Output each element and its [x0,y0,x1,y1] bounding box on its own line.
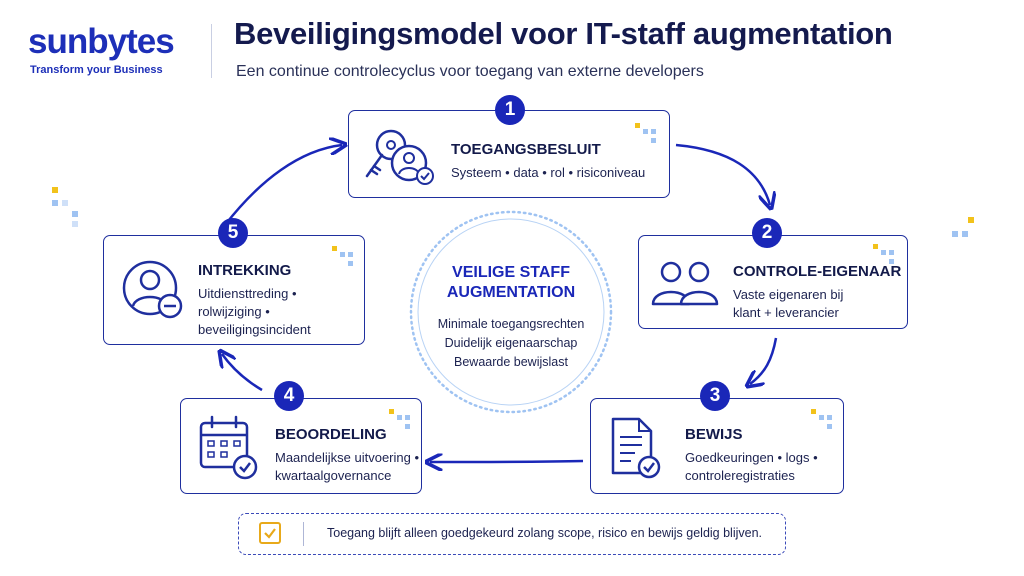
step-2-title: CONTROLE-EIGENAAR [733,263,902,280]
pixel-decoration [811,409,832,429]
header-divider [211,24,212,78]
arrow-5-to-1 [224,145,342,226]
step-5-badge: 5 [218,218,248,248]
step-5-desc-line-1: Uitdiensttreding • [198,286,297,301]
center-line-3: Bewaarde bewijslast [454,355,568,369]
arrow-4-to-5 [222,354,263,392]
step-card-3: BEWIJS Goedkeuringen • logs • controlere… [590,398,844,494]
user-remove-icon [122,260,183,319]
logo-tagline: Transform your Business [30,64,163,76]
pixel-decoration [635,123,656,143]
center-title: VEILIGE STAFF AUGMENTATION [418,263,604,303]
step-card-4: BEOORDELING Maandelijkse uitvoering • kw… [180,398,422,494]
step-5-title: INTREKKING [198,262,292,279]
step-card-2: CONTROLE-EIGENAAR Vaste eigenaren bij kl… [638,235,908,329]
sunbytes-logo: sunbytes [28,22,175,61]
step-3-desc-line-2: controleregistraties [685,468,795,483]
step-card-5: INTREKKING Uitdiensttreding • rolwijzigi… [103,235,365,345]
center-title-line-1: VEILIGE STAFF [452,264,570,281]
checkbox-icon [259,522,281,544]
pixel-decoration-left [52,187,78,227]
center-ring-outer [409,210,613,414]
center-title-line-2: AUGMENTATION [446,284,576,301]
step-4-title: BEOORDELING [275,426,387,443]
pixel-decoration-right [952,217,974,237]
footer-divider [303,522,304,546]
footer-text: Toegang blijft alleen goedgekeurd zolang… [327,526,763,540]
center-ring-inner [417,218,605,406]
step-2-desc-line-2: klant + leverancier [733,305,839,320]
footer-note: Toegang blijft alleen goedgekeurd zolang… [238,513,786,555]
calendar-check-icon [199,415,258,480]
document-check-icon [611,417,661,479]
step-2-badge: 2 [752,218,782,248]
step-4-badge: 4 [274,381,304,411]
pixel-decoration [332,246,353,266]
pixel-decoration [389,409,410,429]
step-3-title: BEWIJS [685,426,743,443]
arrow-1-to-2 [675,143,770,205]
step-4-desc-line-1: Maandelijkse uitvoering • [275,450,420,465]
key-user-icon [365,129,434,185]
step-1-title: TOEGANGSBESLUIT [451,141,601,158]
center-line-2: Duidelijk eigenaarschap [444,336,578,350]
step-5-desc-line-3: beveiligingsincident [198,322,311,337]
step-4-desc-line-2: kwartaalgovernance [275,468,392,483]
step-5-desc-line-2: rolwijziging • [198,304,270,319]
arrow-2-to-3 [750,337,778,384]
two-users-icon [651,261,719,306]
pixel-decoration [873,244,894,264]
step-1-badge: 1 [495,95,525,125]
page-title: Beveiligingsmodel voor IT-staff augmenta… [234,16,893,51]
step-2-desc-line-1: Vaste eigenaren bij [733,287,844,302]
step-3-badge: 3 [700,381,730,411]
step-3-desc-line-1: Goedkeuringen • logs • [685,450,818,465]
center-line-1: Minimale toegangsrechten [437,317,585,331]
arrow-3-to-4 [430,461,584,462]
step-1-desc: Systeem • data • rol • risiconiveau [451,165,646,180]
page-subtitle: Een continue controlecyclus voor toegang… [236,63,704,80]
